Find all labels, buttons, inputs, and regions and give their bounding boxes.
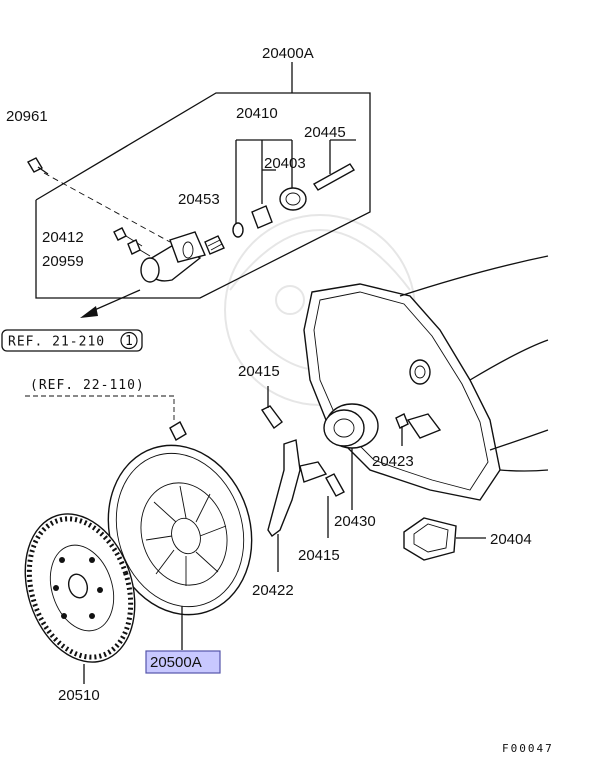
- pressure-plate-20500A: [107, 444, 253, 650]
- group-bracket-20400A: [35, 62, 371, 299]
- bolt-20961: [27, 157, 171, 243]
- label-20415-upper: 20415: [238, 363, 280, 380]
- release-bearing-20430: [323, 403, 379, 510]
- label-20430: 20430: [334, 513, 376, 530]
- ref-21-210-box: [1, 329, 143, 352]
- label-20959: 20959: [42, 253, 84, 270]
- label-20423: 20423: [372, 453, 414, 470]
- label-20510: 20510: [58, 687, 100, 704]
- highlight-20500A: [145, 650, 221, 674]
- ref-21-210-circle-number: 1: [125, 334, 134, 349]
- transmission-housing: [303, 255, 549, 501]
- label-20445: 20445: [304, 124, 346, 141]
- ref-21-210-text: REF. 21-210: [8, 335, 105, 350]
- bolt-20423: [395, 413, 409, 446]
- dust-boot-20453: [204, 235, 225, 255]
- repair-kit-20410: [232, 139, 307, 238]
- pivot-pin-20415-upper: [260, 386, 283, 430]
- label-20404: 20404: [490, 531, 532, 548]
- label-20961: 20961: [6, 108, 48, 125]
- bleeder-screw-20412: [113, 227, 151, 257]
- ref-22-110-text: (REF. 22-110): [30, 378, 145, 393]
- slave-cylinder: [140, 231, 206, 283]
- push-rod-20445: [312, 139, 356, 191]
- fork-boot-20404: [403, 517, 486, 561]
- release-fork-20422: [267, 439, 328, 572]
- figure-code: F00047: [502, 742, 554, 755]
- label-20500A: 20500A: [150, 654, 202, 671]
- pivot-pin-20415-lower: [325, 473, 345, 538]
- label-20422: 20422: [252, 582, 294, 599]
- label-20410: 20410: [236, 105, 278, 122]
- label-20412: 20412: [42, 229, 84, 246]
- clutch-disc-20510: [24, 513, 136, 684]
- label-20403: 20403: [264, 155, 306, 172]
- ref-arrow: [80, 289, 141, 318]
- label-20453: 20453: [178, 191, 220, 208]
- bolt-ref-22-110: [22, 395, 187, 441]
- label-20400A: 20400A: [262, 45, 314, 62]
- label-20415-lower: 20415: [298, 547, 340, 564]
